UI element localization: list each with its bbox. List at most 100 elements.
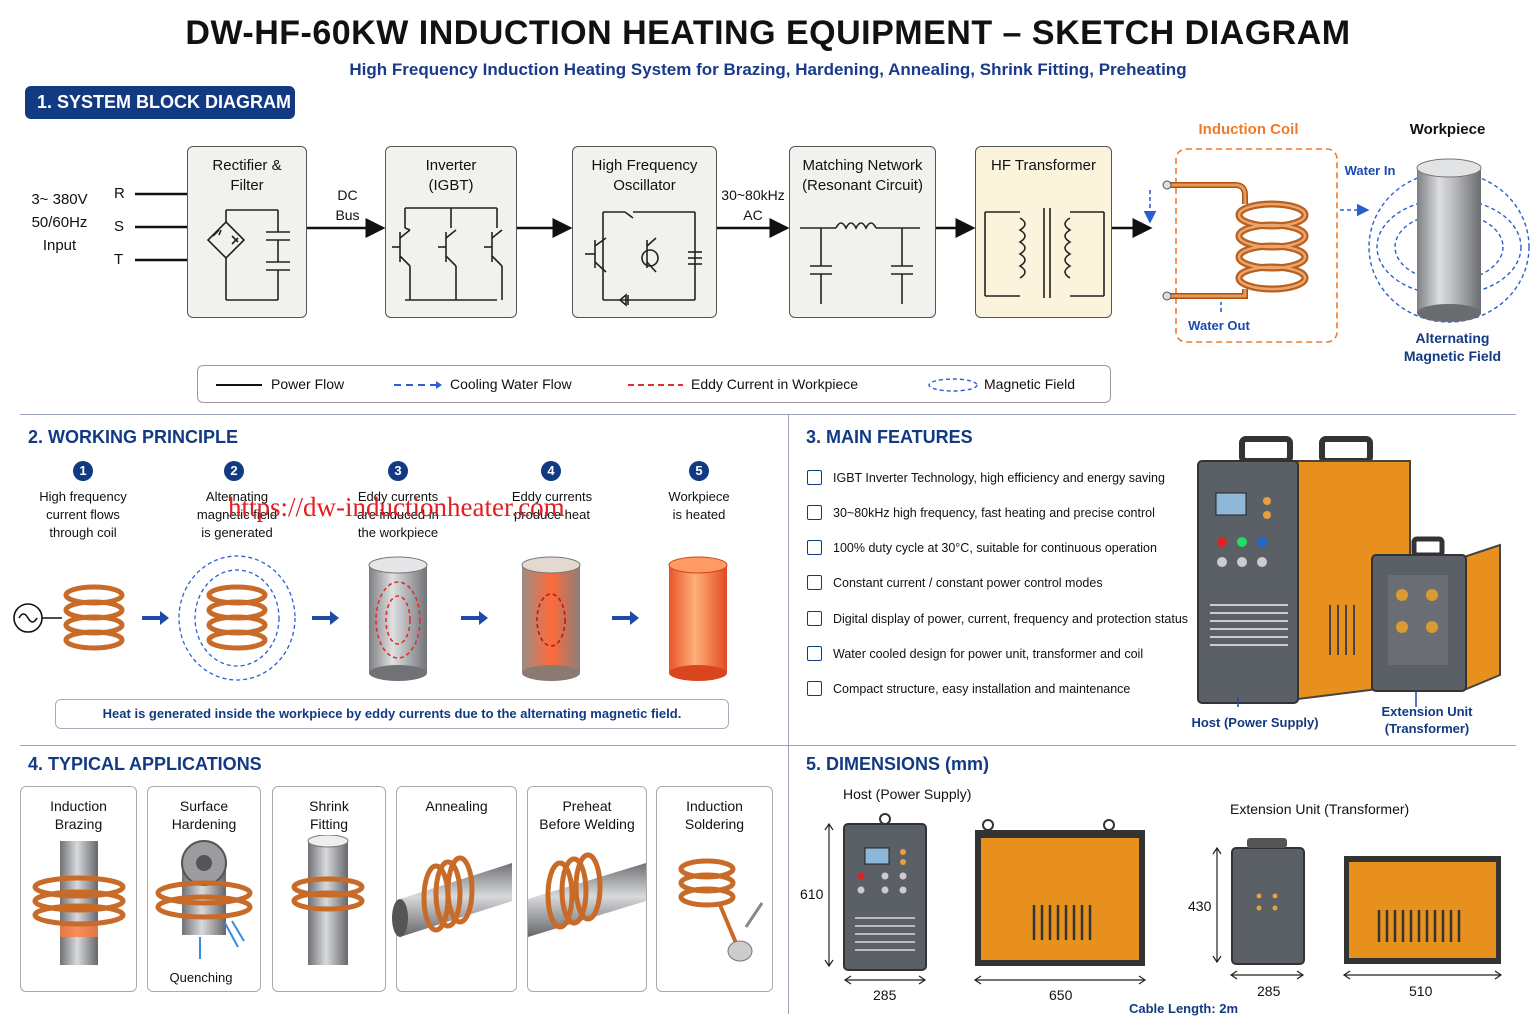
check-icon [807,646,822,661]
feature-item: IGBT Inverter Technology, high efficienc… [833,471,1165,485]
step1-coil-icon [63,584,125,651]
hardening-icon [155,840,253,959]
working-principle-drawing [13,555,728,681]
step-3-badge: 3 [388,461,408,481]
legend: Power Flow Cooling Water Flow Eddy Curre… [197,365,1111,403]
ac-source-icon [13,603,62,633]
water-out-label: Water Out [1188,318,1250,333]
principle-note: Heat is generated inside the workpiece b… [55,699,729,729]
workpiece-label: Workpiece [1409,121,1486,138]
host-height: 610 [800,886,824,902]
induction-coil-icon [1162,180,1309,301]
phase-t: T [114,251,124,268]
host-front-icon [843,813,927,971]
ext-front-icon [1231,838,1305,965]
dimensions-drawing [824,813,1503,985]
section3-heading: 3. MAIN FEATURES [806,427,973,447]
applications-drawing [32,835,764,965]
matching-network-symbol [800,222,920,304]
check-icon [807,540,822,555]
legend-magnetic: Magnetic Field [984,376,1076,392]
page-title: DW-HF-60KW INDUCTION HEATING EQUIPMENT –… [185,14,1351,52]
ext-depth: 510 [1409,983,1433,999]
brazing-icon [32,841,126,965]
section1-heading: 1. SYSTEM BLOCK DIAGRAM [25,86,295,119]
legend-power: Power Flow [271,376,345,392]
water-flow-arrows [1143,190,1370,312]
step3-workpiece-icon [368,556,428,681]
feature-item: 30~80kHz high frequency, fast heating an… [833,506,1155,520]
ext-side-icon [1344,856,1501,964]
check-icon [807,611,822,626]
soldering-icon [678,858,764,962]
page-subtitle: High Frequency Induction Heating System … [349,60,1187,79]
ext-dim-title: Extension Unit (Transformer) [1230,801,1410,817]
step-4-badge: 4 [541,461,561,481]
divider-horizontal-1 [20,414,1516,415]
host-side-icon [975,819,1145,966]
feature-item: 100% duty cycle at 30°C, suitable for co… [833,541,1157,555]
quenching-label: Quenching [169,970,233,985]
transformer-symbol [984,208,1105,298]
feature-item: Digital display of power, current, frequ… [833,612,1189,626]
input-lines [135,192,187,262]
workpiece-cylinder [1416,158,1482,322]
check-icon [807,505,822,520]
feature-item: Constant current / constant power contro… [833,576,1103,590]
ext-width: 285 [1257,983,1281,999]
step-arrows [142,611,639,625]
annealing-icon [392,855,512,937]
cable-length: Cable Length: 2m [1129,1001,1239,1016]
host-dim-title: Host (Power Supply) [843,786,972,802]
extension-caption: Extension Unit(Transformer) [1381,704,1473,736]
divider-horizontal-2 [20,745,1516,746]
section4-heading: 4. TYPICAL APPLICATIONS [28,754,262,774]
step-5-badge: 5 [689,461,709,481]
step-1-badge: 1 [73,461,93,481]
legend-water: Cooling Water Flow [450,376,572,392]
section5-heading: 5. DIMENSIONS (mm) [806,754,990,774]
step2-coil-icon [178,555,296,681]
section2-heading: 2. WORKING PRINCIPLE [28,427,239,447]
host-depth: 650 [1049,987,1073,1003]
legend-swatches [216,378,978,392]
phase-s: S [114,218,125,235]
preheat-icon [528,852,646,937]
phase-r: R [114,185,125,202]
coil-box [1175,148,1338,343]
divider-vertical [788,414,789,1014]
feature-item: Compact structure, easy installation and… [833,682,1131,696]
feature-item: Water cooled design for power unit, tran… [833,647,1144,661]
step5-workpiece-icon [668,556,728,681]
coil-label: Induction Coil [1198,121,1299,138]
step-2-badge: 2 [224,461,244,481]
step4-workpiece-icon [521,556,581,681]
extension-unit-icon [1371,536,1501,692]
host-caption: Host (Power Supply) [1191,715,1319,730]
block-diagram-drawing [135,148,1530,343]
legend-eddy: Eddy Current in Workpiece [691,376,859,392]
watermark-url[interactable]: https://dw-inductionheater.com [228,492,565,522]
rectifier-symbol [206,209,290,301]
water-in-label: Water In [1344,163,1396,178]
check-icon [807,681,822,696]
block-matching: Matching Network(Resonant Circuit) [789,146,936,318]
oscillator-symbol [585,211,702,307]
check-icon [807,470,822,485]
equipment-illustration [1197,436,1501,707]
shrink-fitting-icon [291,835,365,965]
check-icon [807,575,822,590]
host-width: 285 [873,987,897,1003]
inverter-igbt-symbol [392,207,503,301]
input-label: 3~ 380V 50/60Hz Input [31,191,88,254]
ext-height: 430 [1188,898,1212,914]
